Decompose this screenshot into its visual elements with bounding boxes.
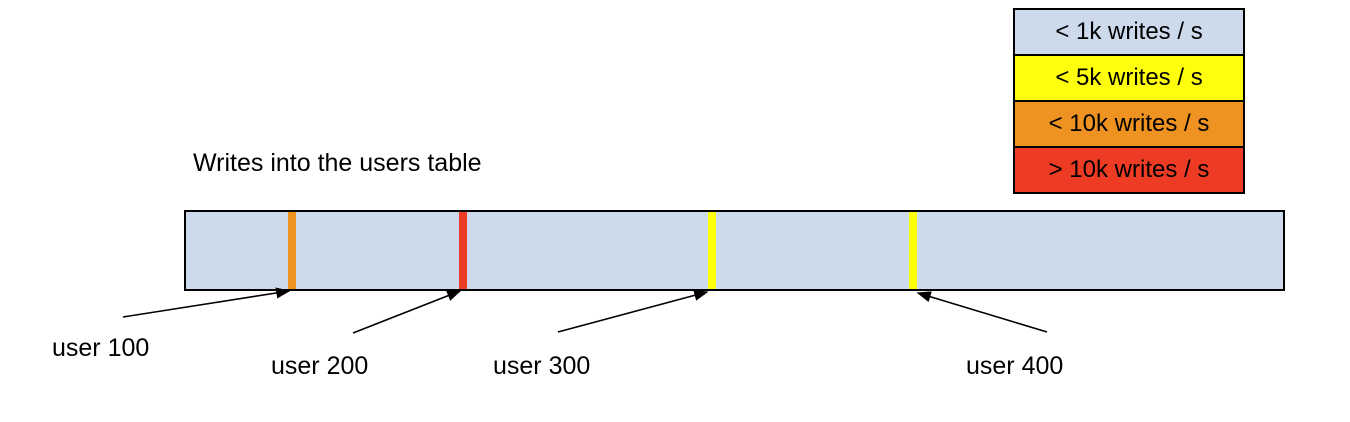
arrow-user-400 — [916, 291, 1048, 333]
arrow-user-300 — [557, 289, 709, 333]
legend-item-lt-1k: < 1k writes / s — [1015, 10, 1243, 56]
arrow-user-200 — [352, 290, 462, 334]
legend-item-label: < 5k writes / s — [1055, 64, 1203, 91]
marker-user-400 — [908, 212, 917, 289]
legend: < 1k writes / s < 5k writes / s < 10k wr… — [1013, 8, 1245, 194]
legend-item-label: < 1k writes / s — [1055, 18, 1203, 45]
legend-item-gt-10k: > 10k writes / s — [1015, 148, 1243, 192]
arrow-user-100 — [122, 287, 291, 318]
user-100-label: user 100 — [52, 334, 150, 362]
legend-item-lt-10k: < 10k writes / s — [1015, 102, 1243, 148]
marker-user-300 — [708, 212, 716, 289]
legend-item-label: < 10k writes / s — [1048, 110, 1210, 137]
diagram-title: Writes into the users table — [193, 149, 482, 177]
marker-user-100 — [287, 212, 296, 289]
legend-item-label: > 10k writes / s — [1048, 156, 1210, 183]
marker-user-200 — [458, 212, 467, 289]
user-400-label: user 400 — [966, 352, 1064, 380]
user-200-label: user 200 — [271, 352, 369, 380]
users-table-bar — [184, 210, 1285, 291]
legend-item-lt-5k: < 5k writes / s — [1015, 56, 1243, 102]
user-300-label: user 300 — [493, 352, 591, 380]
